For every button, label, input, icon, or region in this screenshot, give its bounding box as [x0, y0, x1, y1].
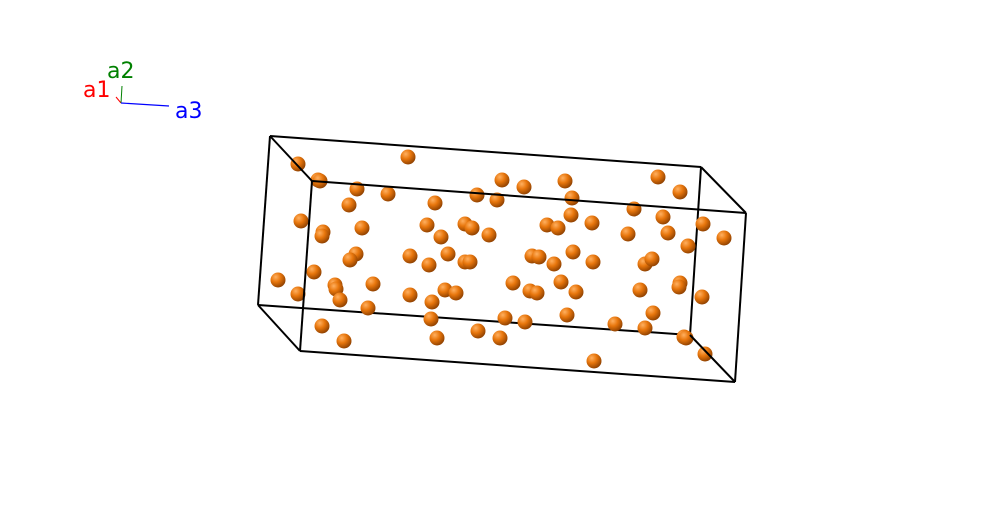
atom: [290, 156, 306, 172]
atom: [650, 169, 666, 185]
atom: [290, 286, 306, 302]
cell-edge: [689, 334, 736, 383]
atom: [584, 215, 600, 231]
atom: [557, 173, 573, 189]
atom: [489, 192, 505, 208]
cell-edge: [269, 135, 313, 182]
atom: [559, 307, 575, 323]
atom: [354, 220, 370, 236]
atom: [433, 229, 449, 245]
cell-edge: [269, 135, 702, 168]
atom: [421, 257, 437, 273]
atom: [469, 187, 485, 203]
atom: [644, 251, 660, 267]
atom: [448, 285, 464, 301]
atom: [563, 207, 579, 223]
atom: [672, 184, 688, 200]
cell-edge: [257, 135, 271, 306]
atom: [402, 287, 418, 303]
a1-label: a1: [83, 78, 110, 103]
atom: [429, 330, 445, 346]
atom: [655, 209, 671, 225]
atom: [400, 149, 416, 165]
atom: [565, 244, 581, 260]
atom: [697, 346, 713, 362]
atom: [341, 197, 357, 213]
atom: [694, 289, 710, 305]
atom: [270, 272, 286, 288]
atom: [678, 330, 694, 346]
atom: [516, 179, 532, 195]
unit-cell-front: [257, 135, 747, 383]
atom: [462, 254, 478, 270]
atom: [494, 172, 510, 188]
atom: [314, 318, 330, 334]
atom: [360, 300, 376, 316]
atom: [470, 323, 486, 339]
atom: [497, 310, 513, 326]
atom: [637, 320, 653, 336]
atom: [529, 285, 545, 301]
atom: [585, 254, 601, 270]
axis-triad: a1 a2 a3: [83, 59, 202, 124]
atom: [423, 311, 439, 327]
atom: [481, 227, 497, 243]
atom: [505, 275, 521, 291]
atom: [336, 333, 352, 349]
atom: [424, 294, 440, 310]
atom: [660, 225, 676, 241]
a3-label: a3: [175, 99, 202, 124]
atom: [564, 190, 580, 206]
atom: [671, 279, 687, 295]
atom: [607, 316, 623, 332]
atom: [427, 195, 443, 211]
atom: [306, 264, 322, 280]
cell-edge: [257, 304, 301, 352]
a2-label: a2: [107, 59, 134, 84]
atom: [568, 284, 584, 300]
atoms: [270, 149, 732, 369]
atom: [332, 292, 348, 308]
atom: [546, 256, 562, 272]
atom: [419, 217, 435, 233]
atom: [365, 276, 381, 292]
atom: [531, 249, 547, 265]
cell-edge: [311, 180, 747, 214]
atom: [695, 216, 711, 232]
cell-edge: [299, 180, 313, 352]
atom: [716, 230, 732, 246]
atom: [402, 248, 418, 264]
atom: [645, 305, 661, 321]
cell-edge: [299, 350, 736, 383]
cell-edge: [700, 166, 747, 214]
atom: [342, 252, 358, 268]
atom: [553, 274, 569, 290]
atom: [517, 314, 533, 330]
atom: [293, 213, 309, 229]
atom: [492, 330, 508, 346]
atom: [550, 220, 566, 236]
atom: [680, 238, 696, 254]
cell-edge: [689, 166, 702, 336]
atom: [314, 228, 330, 244]
atom: [464, 220, 480, 236]
a2-axis-line: [120, 85, 123, 104]
atom: [586, 353, 602, 369]
atom: [620, 226, 636, 242]
a3-axis-line: [120, 102, 170, 107]
a1-axis-line: [115, 96, 122, 104]
atom: [440, 246, 456, 262]
atom: [632, 282, 648, 298]
atom: [380, 186, 396, 202]
cell-edge: [734, 212, 747, 383]
